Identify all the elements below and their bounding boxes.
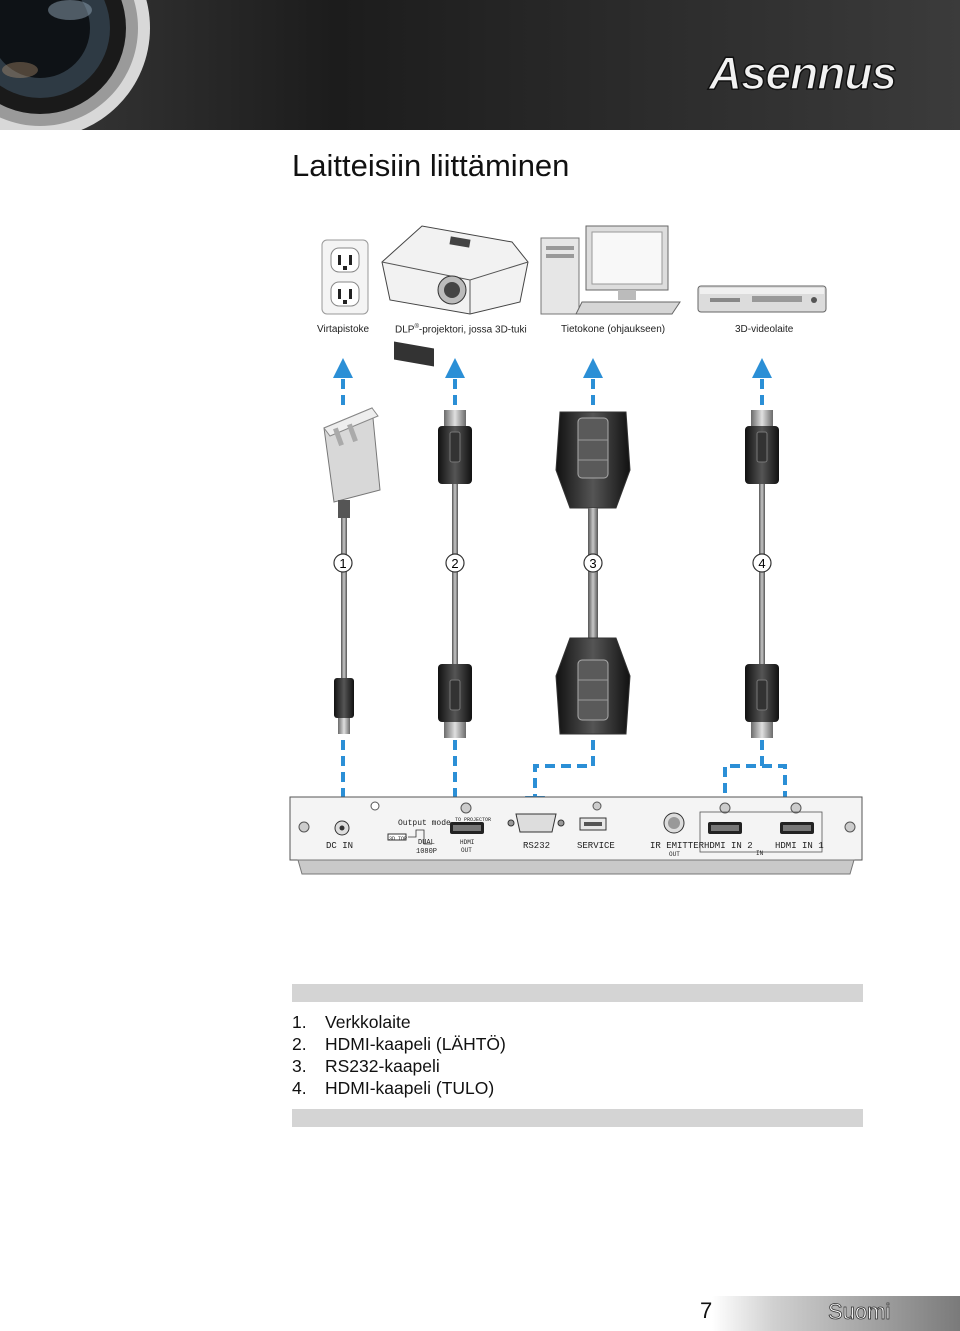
to-projector-label: TO PROJECTOR (455, 817, 491, 823)
device-label-outlet: Virtapistoke (317, 324, 370, 335)
legend-list: 1.Verkkolaite 2.HDMI-kaapeli (LÄHTÖ) 3.R… (292, 1011, 506, 1099)
language-label: Suomi (828, 1299, 891, 1325)
svg-text:3: 3 (589, 556, 596, 571)
cable-number-4: 4 (752, 553, 772, 573)
port-hdmi-in-2-label: HDMI IN 2 (704, 841, 753, 851)
port-dc-in-label: DC IN (326, 841, 353, 851)
projector-lens-image (0, 0, 160, 130)
svg-text:4: 4 (758, 556, 765, 571)
device-label-3d-video: 3D-videolaite (735, 324, 794, 335)
legend-item: 3.RS232-kaapeli (292, 1056, 440, 1076)
out-badge: OUT (461, 847, 472, 854)
legend-item: 4.HDMI-kaapeli (TULO) (292, 1078, 495, 1098)
output-mode-label: Output mode (398, 819, 451, 828)
rs232-cable (555, 411, 631, 735)
in-badge: IN (756, 850, 764, 857)
dual-label: DUAL (418, 839, 435, 847)
hdmi-cable-in (745, 410, 779, 738)
port-hdmi-in-1-label: HDMI IN 1 (775, 841, 824, 851)
p1080-label: 1080P (416, 848, 437, 856)
btn-3d-top-label: 3D TOP (389, 836, 407, 842)
hdmi-out-label: HDMI (460, 839, 474, 846)
legend-top-bar (292, 984, 863, 1002)
page-title: Laitteisiin liittäminen (292, 148, 570, 183)
legend-item: 2.HDMI-kaapeli (LÄHTÖ) (292, 1034, 506, 1054)
power-adapter-icon (323, 407, 381, 734)
section-title: Asennus (708, 46, 898, 100)
device-label-computer: Tietokone (ohjaukseen) (561, 324, 666, 335)
footer-bar (712, 1296, 960, 1331)
video-player-icon (697, 285, 827, 313)
hdmi-cable-out (438, 410, 472, 738)
svg-text:1: 1 (339, 556, 346, 571)
port-service-label: SERVICE (577, 841, 615, 851)
projector-icon (381, 225, 529, 367)
header-band (0, 0, 960, 130)
cable-number-2: 2 (445, 553, 465, 573)
legend-bottom-bar (292, 1109, 863, 1127)
computer-icon (540, 225, 681, 315)
arrows-to-devices (333, 358, 772, 405)
svg-text:2: 2 (451, 556, 458, 571)
port-rs232-label: RS232 (523, 841, 550, 851)
ir-out-badge: OUT (669, 851, 680, 858)
connection-diagram: 1 2 3 4 (289, 225, 863, 875)
device-rear-panel: Output mode 3D TOP DUAL 1080P TO PROJECT… (289, 796, 863, 875)
device-label-projector: DLP®-projektori, jossa 3D-tuki (395, 324, 527, 336)
port-ir-emitter-label: IR EMITTER (650, 841, 705, 851)
cable-number-1: 1 (333, 553, 353, 573)
cable-number-3: 3 (583, 553, 603, 573)
legend-item: 1.Verkkolaite (292, 1012, 411, 1032)
wall-outlet-icon (321, 239, 369, 315)
page-number: 7 (700, 1298, 713, 1323)
